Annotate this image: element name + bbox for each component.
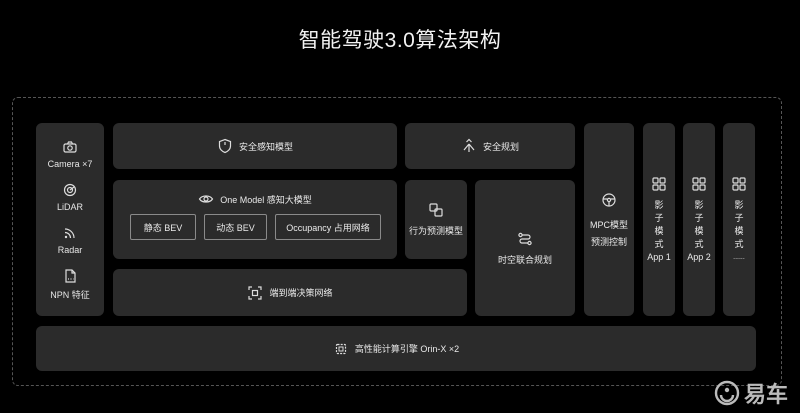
yiche-watermark: 易车 [714,377,788,409]
yiche-logo-icon [714,380,740,406]
chip-icon [333,341,349,357]
shadow-char: 子 [694,213,704,223]
sensor-radar: Radar [36,225,104,255]
compute-engine-box: 高性能计算引擎 Orin-X ×2 [36,326,756,371]
end-to-end-box: 端到端决策网络 [113,269,467,316]
shadow-char: 式 [734,239,744,249]
compute-engine-label: 高性能计算引擎 Orin-X ×2 [354,344,460,354]
shadow-char: 式 [694,239,704,249]
app-grid-icon [731,176,747,192]
mpc-box: MPC模型 预测控制 [584,123,634,316]
spatiotemporal-planning-label: 时空联合规划 [497,254,552,265]
watermark-text: 易车 [743,382,788,407]
safety-perception-label: 安全感知模型 [238,141,293,152]
app-grid-icon [691,176,707,192]
sensor-label: Camera ×7 [47,159,93,169]
static-bev-box: 静态 BEV [130,214,196,240]
mpc-label-line1: MPC模型 [590,219,628,230]
shadow-char: 模 [654,226,664,236]
shadow-char: 模 [694,226,704,236]
shadow-char: 式 [654,239,664,249]
sensor-label: NPN 特征 [50,290,90,300]
camera-icon [62,139,78,155]
lidar-icon [62,182,78,198]
shadow-char: 模 [734,226,744,236]
one-model-box: One Model 感知大模型 [113,180,397,259]
safety-planning-box: 安全规划 [405,123,575,169]
safety-perception-box: 安全感知模型 [113,123,397,169]
spatiotemporal-planning-box: 时空联合规划 [475,180,575,316]
architecture-frame [12,97,782,386]
mpc-label-line2: 预测控制 [590,236,627,247]
fork-arrow-icon [461,138,477,154]
sensor-camera: Camera ×7 [36,139,104,169]
copy-squares-icon [428,202,444,218]
safety-planning-label: 安全规划 [482,141,519,152]
shield-icon [217,138,233,154]
sensor-npn: NPN 特征 [36,268,104,301]
shadow-char: 影 [654,200,664,210]
shadow-char: 影 [694,200,704,210]
behavior-prediction-label: 行为预测模型 [408,226,463,236]
shadow-char: 子 [734,213,744,223]
shadow-app-label: App 1 [647,252,671,262]
end-to-end-label: 端到端决策网络 [269,288,333,298]
dynamic-bev-box: 动态 BEV [204,214,267,240]
steering-wheel-icon [601,192,617,208]
shadow-char: 影 [734,200,744,210]
scan-frame-icon [247,285,263,301]
behavior-prediction-box: 行为预测模型 [405,180,467,259]
occupancy-box: Occupancy 占用网络 [275,214,381,240]
page-title: 智能驾驶3.0算法架构 [298,29,502,52]
radar-icon [62,225,78,241]
shadow-mode-app1: 影 子 模 式 App 1 [643,123,675,316]
app-grid-icon [651,176,667,192]
shadow-char: 子 [654,213,664,223]
one-model-label: One Model 感知大模型 [220,194,312,205]
shadow-mode-more: 影 子 模 式 ...... [723,123,755,316]
shadow-app-label: ...... [733,254,745,261]
shadow-app-label: App 2 [687,252,711,262]
npn-file-icon [62,268,78,284]
sensor-panel [36,123,104,316]
shadow-mode-app2: 影 子 模 式 App 2 [683,123,715,316]
route-icon [517,231,533,247]
eye-icon [198,191,214,207]
sensor-label: LiDAR [56,202,83,212]
sensor-lidar: LiDAR [36,182,104,212]
sensor-label: Radar [57,245,83,255]
